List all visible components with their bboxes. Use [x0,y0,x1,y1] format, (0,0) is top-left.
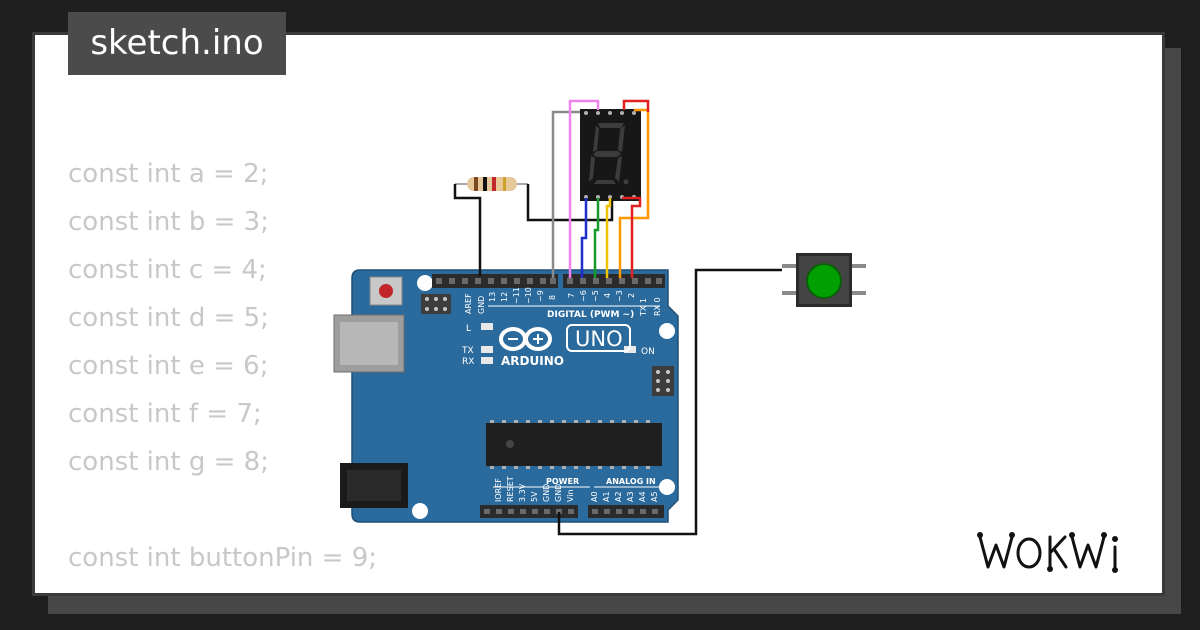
pin-label: A3 [626,491,635,502]
pin-label: RESET [506,476,515,502]
pin-label: GND [477,296,486,314]
analog-header [588,505,664,518]
code-line: const int d = 5; [68,303,269,333]
power-header [480,505,578,518]
arduino-brand: ARDUINO [501,354,564,368]
resistor[interactable] [455,177,528,191]
pin-label: ~9 [536,290,545,302]
pin-label: IOREF [494,478,503,502]
uno-label: UNO [575,327,623,351]
wokwi-logo [977,532,1118,573]
led-l [481,323,493,330]
code-line: const int c = 4; [68,255,267,285]
code-line: const int buttonPin = 9; [68,543,378,573]
code-preview: const int a = 2; const int b = 3; const … [68,150,377,582]
pin-label: A5 [650,491,659,502]
pin-label: A2 [614,491,623,502]
code-line: const int f = 7; [68,399,262,429]
pin-label: 2 [627,293,636,298]
pin-label: ~10 [524,287,533,304]
mounting-hole [659,479,675,495]
arduino-uno-board[interactable]: AREF GND 13 12 ~11 ~10 ~9 8 7 ~6 ~5 4 ~3… [333,269,679,523]
file-title[interactable]: sketch.ino [68,12,286,75]
arduino-logo [499,327,552,351]
led-on [624,346,636,353]
pin-label: RX 0 [653,297,662,316]
pin-label: A1 [602,491,611,502]
code-line: const int e = 6; [68,351,269,381]
digital-header-high [432,274,558,288]
pin-label: 7 [567,293,576,298]
pin-label: 5V [530,491,539,502]
wires [453,99,782,536]
digital-header-low [563,274,665,288]
pushbutton[interactable] [782,253,866,307]
pin-label: 4 [603,293,612,298]
pin-label: 12 [500,292,509,302]
microcontroller-chip [486,423,662,466]
pin-label: 8 [548,295,557,300]
pin-label: AREF [464,293,473,314]
pin-label: 3.3V [518,483,527,502]
digital-label: DIGITAL (PWM ~) [547,310,634,320]
mounting-hole [412,503,428,519]
pin-label: TX 1 [639,298,648,317]
pin-label: 13 [488,292,497,302]
led-l-label: L [466,324,471,334]
code-line: const int g = 8; [68,447,269,477]
pin-label: GND [554,484,563,502]
led-tx [481,346,493,353]
pin-label: A4 [638,491,647,502]
pin-label: ~6 [579,290,588,302]
led-rx-label: RX [462,357,474,367]
code-line: const int a = 2; [68,159,269,189]
pushbutton-cap[interactable] [806,263,842,299]
pin-label: GND [542,484,551,502]
code-line: const int b = 3; [68,207,269,237]
pin-label: A0 [590,491,599,502]
power-label: POWER [546,477,579,486]
uno-badge [566,324,631,352]
mounting-hole [417,275,433,291]
mounting-hole [659,323,675,339]
led-on-label: ON [641,347,655,357]
pin-label: ~3 [615,290,624,302]
pin-label: ~5 [591,290,600,302]
led-tx-label: TX [461,346,474,356]
seven-segment-display[interactable] [580,109,641,201]
analog-label: ANALOG IN [606,477,656,486]
pin-label: ~11 [512,287,521,304]
led-rx [481,357,493,364]
pin-label: Vin [566,489,575,502]
